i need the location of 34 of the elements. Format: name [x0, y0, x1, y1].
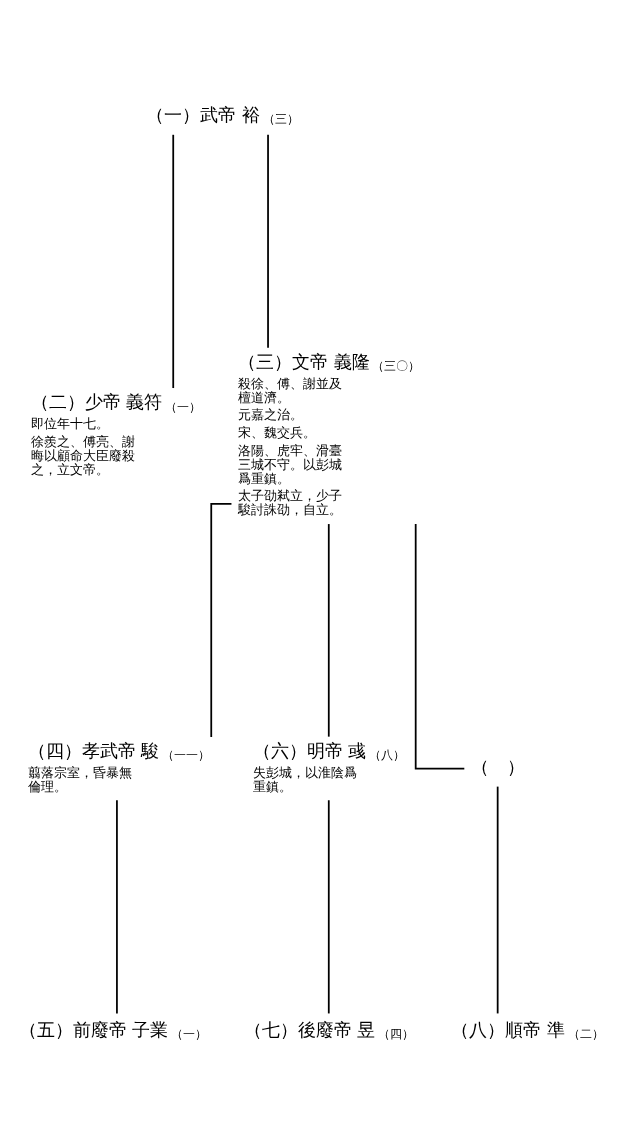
connector — [496, 785, 499, 1014]
node-label: （八） — [369, 747, 406, 762]
node-label: 失彭城，以淮陰爲重鎮。 — [252, 764, 357, 794]
node-text: （一）武帝 裕 — [146, 104, 260, 125]
connector — [172, 133, 175, 389]
node-text: （三）文帝 義隆 — [237, 351, 370, 372]
connector — [414, 522, 466, 769]
node-label: （一） — [170, 1026, 207, 1041]
node-text: （八）順帝 準 — [451, 1019, 565, 1040]
node-text: （二）少帝 義符 — [30, 391, 163, 412]
connector — [267, 133, 269, 349]
node-label: 即位年十七。 — [30, 415, 109, 431]
node-label: 翦落宗室，昏暴無倫理。 — [27, 764, 132, 794]
node-label: 殺徐、傅、謝並及檀道濟。 — [237, 375, 342, 405]
node-text: （四）孝武帝 駿 — [27, 740, 160, 761]
node-label: 宋、魏交兵。 — [237, 424, 316, 440]
node-text: （七）後廢帝 昱 — [243, 1019, 376, 1040]
node-text: （ ） — [471, 756, 525, 777]
node-label: （二） — [567, 1026, 604, 1041]
connector — [327, 522, 330, 738]
node-text: （六）明帝 彧 — [252, 740, 367, 761]
connector — [116, 798, 118, 1014]
node-label: 元嘉之治。 — [237, 406, 303, 422]
node-label: （一） — [164, 399, 201, 414]
node-label: （一一） — [161, 747, 210, 762]
node-label: 洛陽、虎牢、滑臺三城不守。以彭城爲重鎮。 — [237, 442, 342, 486]
node-label: （三〇） — [372, 358, 421, 373]
node-label: （四） — [378, 1026, 415, 1041]
node-label: 徐羨之、傅亮、謝晦以顧命大臣廢殺之，立文帝。 — [30, 433, 135, 477]
node-text: （五）前廢帝 子業 — [18, 1019, 169, 1040]
connector — [210, 502, 233, 738]
connector — [327, 798, 330, 1014]
node-label: （三） — [262, 111, 299, 126]
node-label: 太子劭弒立，少子駿討誅劭，自立。 — [237, 487, 342, 517]
